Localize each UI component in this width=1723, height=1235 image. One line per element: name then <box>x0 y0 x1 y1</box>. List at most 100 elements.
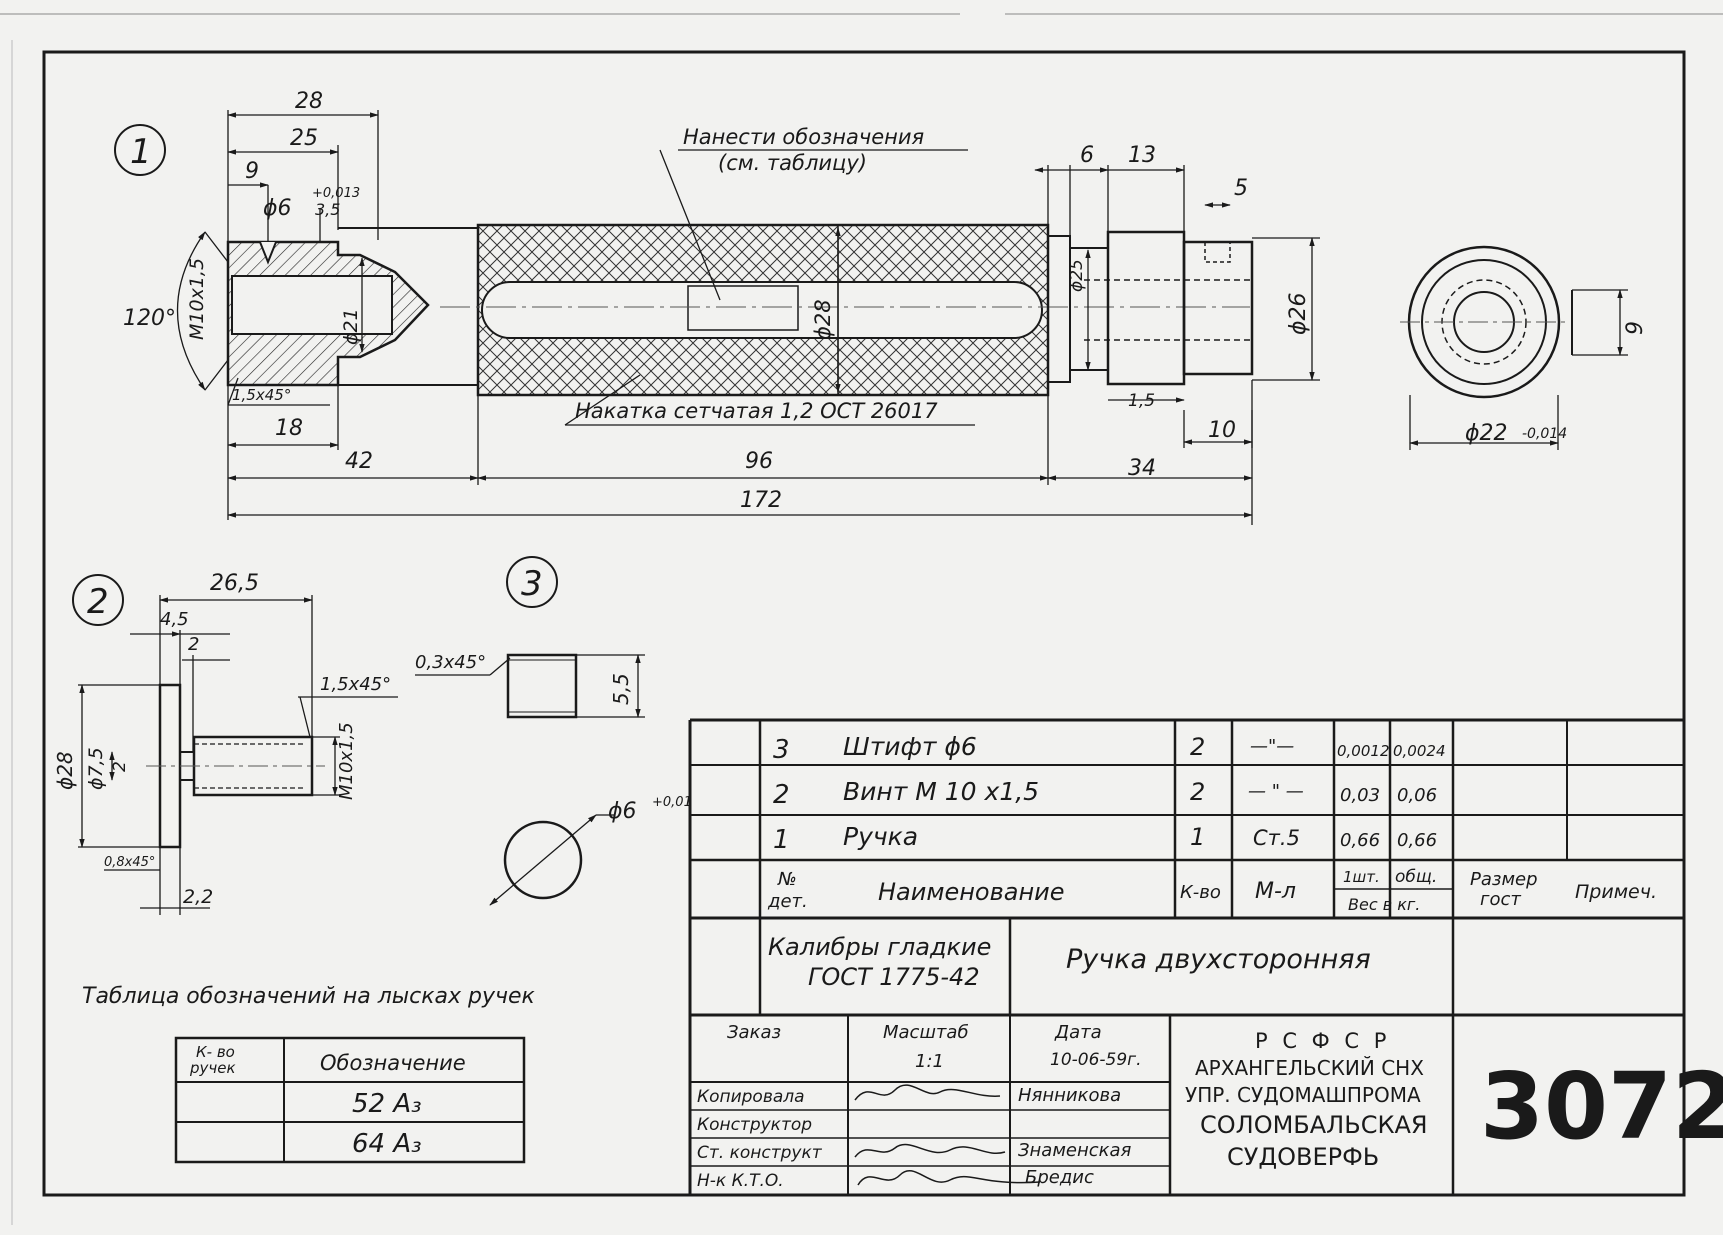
drawing-number: 3072 <box>1480 1053 1723 1160</box>
bom-row-1-name: Ручка <box>843 822 918 851</box>
dim-172: 172 <box>740 488 782 513</box>
marking-header-qty-1: К- во <box>196 1043 235 1061</box>
view-2-marker: 2 <box>87 582 109 622</box>
bom-row-1-w1: 0,66 <box>1340 830 1380 851</box>
org-line-2: АРХАНГЕЛЬСКИЙ СНХ <box>1195 1056 1424 1080</box>
dim-phi6: ϕ6 <box>263 196 292 221</box>
dim-5-5: 5,5 <box>609 673 633 705</box>
sheet-border <box>42 50 1686 1197</box>
pin-side-view <box>506 653 578 719</box>
dim-5: 5 <box>1234 176 1248 201</box>
marking-row-2-mark: 64 A₃ <box>352 1129 422 1159</box>
bom-row-3-mat: —"— <box>1250 736 1294 757</box>
dim-chamfer-3: 0,3x45° <box>415 652 486 673</box>
dim-phi22: ϕ22 <box>1465 421 1508 446</box>
dim-10: 10 <box>1208 418 1236 443</box>
org-line-3: УПР. СУДОМАШПРОМА <box>1185 1083 1421 1107</box>
bom-row-1-mat: Ст.5 <box>1253 826 1300 850</box>
bom-row-3-wt: 0,0024 <box>1393 742 1446 760</box>
dim-18: 18 <box>275 416 303 441</box>
bom-row-2-wt: 0,06 <box>1397 785 1437 806</box>
view-2: 2 26,5 <box>53 571 398 915</box>
dim-3-5: 3,5 <box>315 200 340 219</box>
dim-28: 28 <box>295 89 323 114</box>
dim-phi28: ϕ28 <box>811 299 835 340</box>
signature-copied <box>854 1084 1001 1101</box>
marking-header-mark: Обозначение <box>320 1051 466 1075</box>
date-label: Дата <box>1054 1022 1102 1043</box>
bom-header-qty: К-во <box>1180 882 1221 903</box>
bom-header-no-1: № <box>777 869 797 890</box>
designer-label: Конструктор <box>697 1115 812 1135</box>
bom-row-1-qty: 1 <box>1190 823 1205 851</box>
bom-row-2-no: 2 <box>773 780 790 810</box>
marking-header-qty-2: ручек <box>189 1059 236 1077</box>
group-line-1: Калибры гладкие <box>768 933 991 961</box>
bom-row-2-qty: 2 <box>1190 778 1205 806</box>
knurl-note: Накатка сетчатая 1,2 ОСТ 26017 <box>575 399 938 423</box>
bom-header-w1: 1шт. <box>1343 868 1380 886</box>
dim-phi21: ϕ21 <box>340 308 362 345</box>
org-line-5: СУДОВЕРФЬ <box>1227 1143 1379 1171</box>
dim-2: 2 <box>188 634 199 655</box>
bom-row-1-wt: 0,66 <box>1397 830 1437 851</box>
copied-name: Нянникова <box>1018 1085 1121 1106</box>
dim-42: 42 <box>345 449 373 474</box>
date-value: 10-06-59г. <box>1050 1050 1142 1070</box>
bom-header-wt: общ. <box>1395 867 1437 887</box>
dim-4-5: 4,5 <box>160 609 189 630</box>
bom-row-2-mat: — " — <box>1248 781 1304 802</box>
dim-m10-2: M10x1,5 <box>336 722 357 800</box>
bom-row-3-qty: 2 <box>1190 733 1205 761</box>
dim-chamfer: 1,5x45° <box>232 386 291 404</box>
dim-13: 13 <box>1128 143 1156 168</box>
bom-row-2-name: Винт M 10 x1,5 <box>843 777 1039 806</box>
dim-9: 9 <box>245 159 259 184</box>
org-line-4: СОЛОМБАЛЬСКАЯ <box>1200 1111 1428 1139</box>
dim-2b: 2 <box>110 761 130 772</box>
senior-label: Ст. конструкт <box>697 1143 823 1163</box>
title-block: 3 Штифт ϕ6 2 —"— 0,0012 0,0024 2 Винт M … <box>688 718 1723 1195</box>
view-1-marker: 1 <box>130 132 152 172</box>
bom-row-3-no: 3 <box>773 735 790 765</box>
org-line-1: Р С Ф С Р <box>1255 1029 1390 1053</box>
dim-96: 96 <box>745 449 773 474</box>
marking-table: Таблица обозначений на лысках ручек К- в… <box>82 984 536 1164</box>
dim-tol-3: +0,01 <box>652 795 692 810</box>
dim-2-2: 2,2 <box>183 886 213 908</box>
bom-row-3-name: Штифт ϕ6 <box>843 732 977 761</box>
scale-value: 1:1 <box>915 1051 944 1072</box>
bom-header-name: Наименование <box>878 878 1065 906</box>
order-label: Заказ <box>727 1022 781 1043</box>
dim-120: 120° <box>123 306 176 331</box>
dim-cham08: 0,8x45° <box>104 855 155 870</box>
dim-1-5: 1,5 <box>1128 391 1155 411</box>
signature-head <box>857 1169 1041 1186</box>
bom-row-1-no: 1 <box>773 825 790 855</box>
scale-label: Масштаб <box>883 1022 969 1043</box>
bom-header-size-2: гост <box>1480 889 1521 910</box>
dim-phi28-2: ϕ28 <box>53 751 77 790</box>
copied-label: Копировала <box>697 1087 805 1107</box>
senior-name: Знаменская <box>1018 1140 1132 1161</box>
end-view <box>1400 245 1573 399</box>
dim-6: 6 <box>1080 143 1094 168</box>
dim-34: 34 <box>1128 456 1156 481</box>
bom-row-2-w1: 0,03 <box>1340 785 1380 806</box>
bom-header-no-2: дет. <box>767 891 808 912</box>
dim-26-5: 26,5 <box>210 571 259 596</box>
dim-chamfer-2: 1,5x45° <box>320 674 391 695</box>
paper-edge <box>0 13 1723 1225</box>
note-line2: (см. таблицу) <box>718 151 867 175</box>
bom-row-3-w1: 0,0012 <box>1337 742 1390 760</box>
dim-9-side: 9 <box>1623 321 1648 335</box>
bom-header-size-1: Размер <box>1470 869 1538 890</box>
dim-phi7-5: ϕ7,5 <box>85 747 107 790</box>
view-3: 3 0,3x45° 5,5 ϕ6 +0,01 <box>415 556 692 906</box>
dim-tol22: -0,014 <box>1522 426 1567 442</box>
view-1: 1 <box>114 89 1648 525</box>
head-name: Бредис <box>1025 1167 1094 1188</box>
marking-row-1-mark: 52 A₃ <box>352 1089 422 1119</box>
note-line1: Нанести обозначения <box>683 125 924 149</box>
